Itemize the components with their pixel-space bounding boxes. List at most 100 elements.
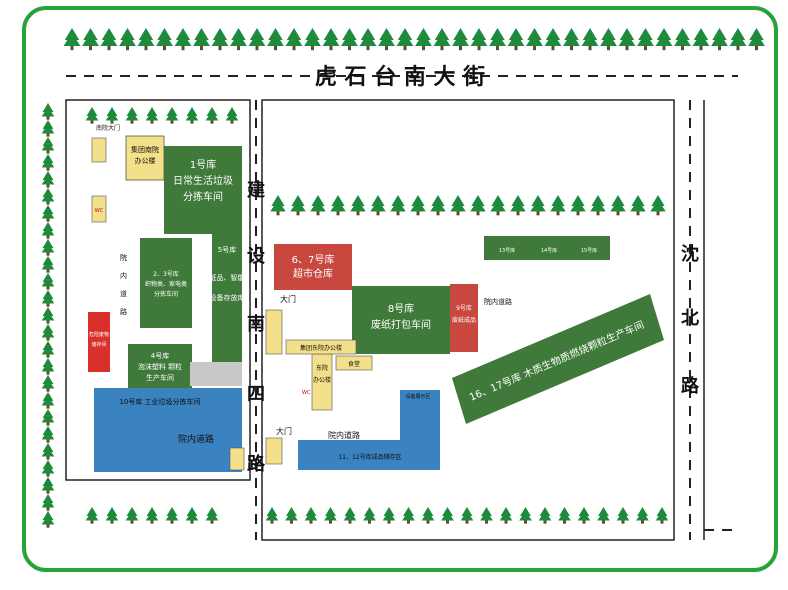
road-name-east-2: 北 bbox=[681, 308, 699, 329]
tree-icon bbox=[382, 507, 396, 524]
wc-south bbox=[91, 195, 107, 223]
tree-icon bbox=[230, 28, 247, 51]
svg-text:食堂: 食堂 bbox=[348, 360, 360, 368]
svg-text:1号库: 1号库 bbox=[190, 158, 216, 171]
tree-icon bbox=[692, 28, 710, 51]
tree-icon bbox=[470, 28, 488, 51]
guard-room-west bbox=[229, 447, 245, 471]
red-box bbox=[88, 312, 110, 372]
tree-icon bbox=[145, 107, 159, 124]
tree-icon bbox=[41, 358, 55, 375]
tree-icon bbox=[570, 195, 586, 216]
tree-icon bbox=[267, 28, 284, 51]
svg-text:2、3号库: 2、3号库 bbox=[153, 270, 179, 278]
svg-text:WC: WC bbox=[95, 208, 104, 214]
tree-icon bbox=[550, 195, 566, 216]
tree-icon bbox=[304, 28, 321, 51]
tree-icon bbox=[41, 120, 55, 137]
guard-room-east bbox=[265, 437, 283, 465]
tree-icon bbox=[363, 507, 376, 524]
tree-icon bbox=[616, 507, 630, 524]
tree-icon bbox=[145, 507, 159, 524]
tree-icon bbox=[137, 28, 155, 51]
tree-icon bbox=[558, 507, 571, 524]
svg-text:15号库: 15号库 bbox=[581, 247, 597, 254]
tree-icon bbox=[499, 507, 513, 524]
warehouse-6-7 bbox=[274, 244, 352, 290]
svg-text:日常生活垃圾: 日常生活垃圾 bbox=[173, 174, 233, 187]
tree-icon bbox=[63, 28, 81, 51]
tree-rows bbox=[41, 28, 765, 528]
east-office-group bbox=[285, 339, 357, 355]
svg-text:织物类、家电类: 织物类、家电类 bbox=[145, 280, 187, 288]
road-name-north: 虎 石 台 南 大 街 bbox=[315, 64, 485, 90]
inner-road-label-east-1: 院内道路 bbox=[328, 430, 360, 440]
tree-icon bbox=[577, 507, 591, 524]
tree-icon bbox=[41, 273, 55, 290]
tree-icon bbox=[225, 107, 239, 124]
tree-icon bbox=[265, 507, 279, 524]
svg-text:14号库: 14号库 bbox=[541, 247, 557, 254]
inner-road-label-east-2: 院内道路 bbox=[484, 297, 512, 306]
tree-icon bbox=[322, 28, 340, 51]
tree-icon bbox=[165, 107, 179, 124]
warehouse-4 bbox=[128, 344, 192, 388]
tree-icon bbox=[41, 137, 55, 154]
tree-icon bbox=[290, 195, 306, 216]
tree-icon bbox=[248, 28, 266, 51]
tree-icon bbox=[41, 205, 55, 222]
tree-icon bbox=[341, 28, 358, 51]
tree-icon bbox=[41, 154, 55, 171]
svg-text:废纸成品: 废纸成品 bbox=[452, 316, 476, 324]
tree-icon bbox=[637, 28, 654, 51]
tree-icon bbox=[270, 195, 286, 216]
tree-icon bbox=[378, 28, 395, 51]
tree-icon bbox=[125, 107, 139, 124]
gate-label-south: 大门 bbox=[276, 426, 292, 436]
svg-text:分拣车间: 分拣车间 bbox=[183, 190, 223, 203]
warehouse-10 bbox=[94, 388, 242, 472]
tree-icon bbox=[544, 28, 562, 51]
tree-icon bbox=[41, 324, 55, 341]
tree-icon bbox=[581, 28, 599, 51]
tree-icon bbox=[600, 28, 617, 51]
tree-icon bbox=[630, 195, 646, 216]
tree-icon bbox=[82, 28, 99, 51]
tree-icon bbox=[41, 307, 55, 324]
tree-icon bbox=[41, 409, 55, 426]
warehouse-16-17 bbox=[452, 294, 664, 424]
south-office bbox=[125, 135, 165, 181]
tree-icon bbox=[618, 28, 636, 51]
tree-icon bbox=[526, 28, 543, 51]
tree-icon bbox=[304, 507, 318, 524]
tree-icon bbox=[156, 28, 173, 51]
svg-text:东院: 东院 bbox=[316, 364, 328, 372]
svg-text:6、7号库: 6、7号库 bbox=[292, 253, 335, 266]
svg-text:9号库: 9号库 bbox=[456, 304, 472, 312]
svg-text:超市仓库: 超市仓库 bbox=[293, 267, 333, 280]
tree-icon bbox=[41, 188, 55, 205]
tree-icon bbox=[396, 28, 414, 51]
tree-icon bbox=[655, 28, 673, 51]
tree-icon bbox=[205, 507, 219, 524]
tree-icon bbox=[41, 171, 55, 188]
canteen bbox=[335, 355, 373, 371]
tree-icon bbox=[674, 28, 691, 51]
tree-icon bbox=[185, 107, 199, 124]
tree-icon bbox=[41, 494, 55, 511]
display-area-label: 设备展示区 bbox=[405, 393, 430, 400]
svg-text:WC: WC bbox=[302, 390, 311, 396]
tree-icon bbox=[370, 195, 386, 216]
tree-icon bbox=[470, 195, 486, 216]
svg-text:13号库: 13号库 bbox=[499, 247, 515, 254]
svg-text:8号库: 8号库 bbox=[388, 302, 414, 315]
tree-icon bbox=[450, 195, 466, 216]
tree-icon bbox=[105, 107, 119, 124]
svg-text:危险废物: 危险废物 bbox=[89, 331, 109, 338]
road-name-west-3: 南 bbox=[247, 313, 265, 335]
svg-text:分拣车间: 分拣车间 bbox=[154, 290, 178, 298]
tree-icon bbox=[41, 103, 55, 120]
gate-label-north: 大门 bbox=[280, 294, 296, 304]
warehouse-8 bbox=[352, 286, 450, 354]
tree-icon bbox=[530, 195, 546, 216]
